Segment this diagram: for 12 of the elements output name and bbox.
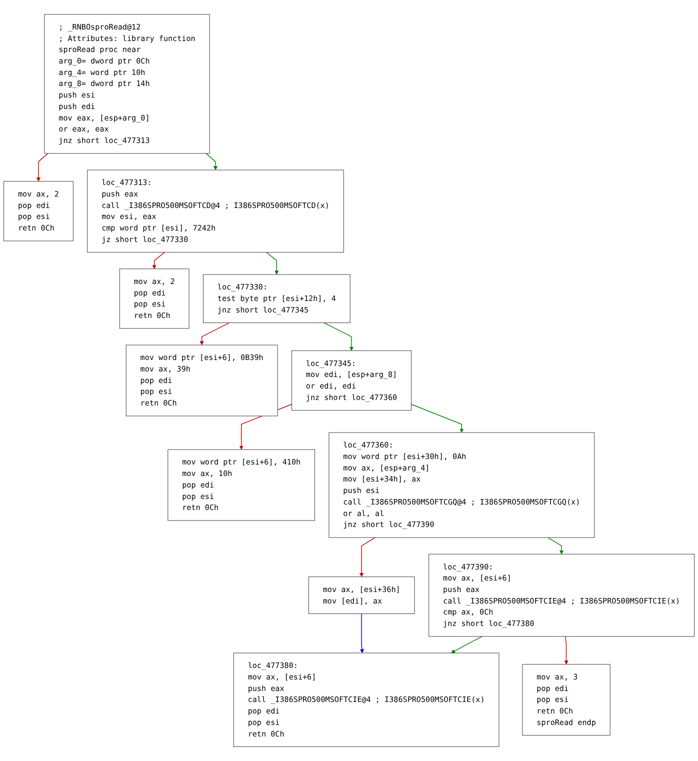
arrow (451, 636, 483, 654)
arrow (564, 636, 568, 665)
arrow (548, 537, 564, 554)
arrow (324, 322, 354, 351)
arrow (410, 404, 464, 433)
arrow (206, 153, 218, 170)
arrow (266, 252, 279, 275)
arrow (200, 322, 230, 346)
arrow (360, 613, 364, 654)
arrow (360, 537, 376, 578)
arrow (36, 153, 48, 182)
arrow (152, 252, 165, 270)
